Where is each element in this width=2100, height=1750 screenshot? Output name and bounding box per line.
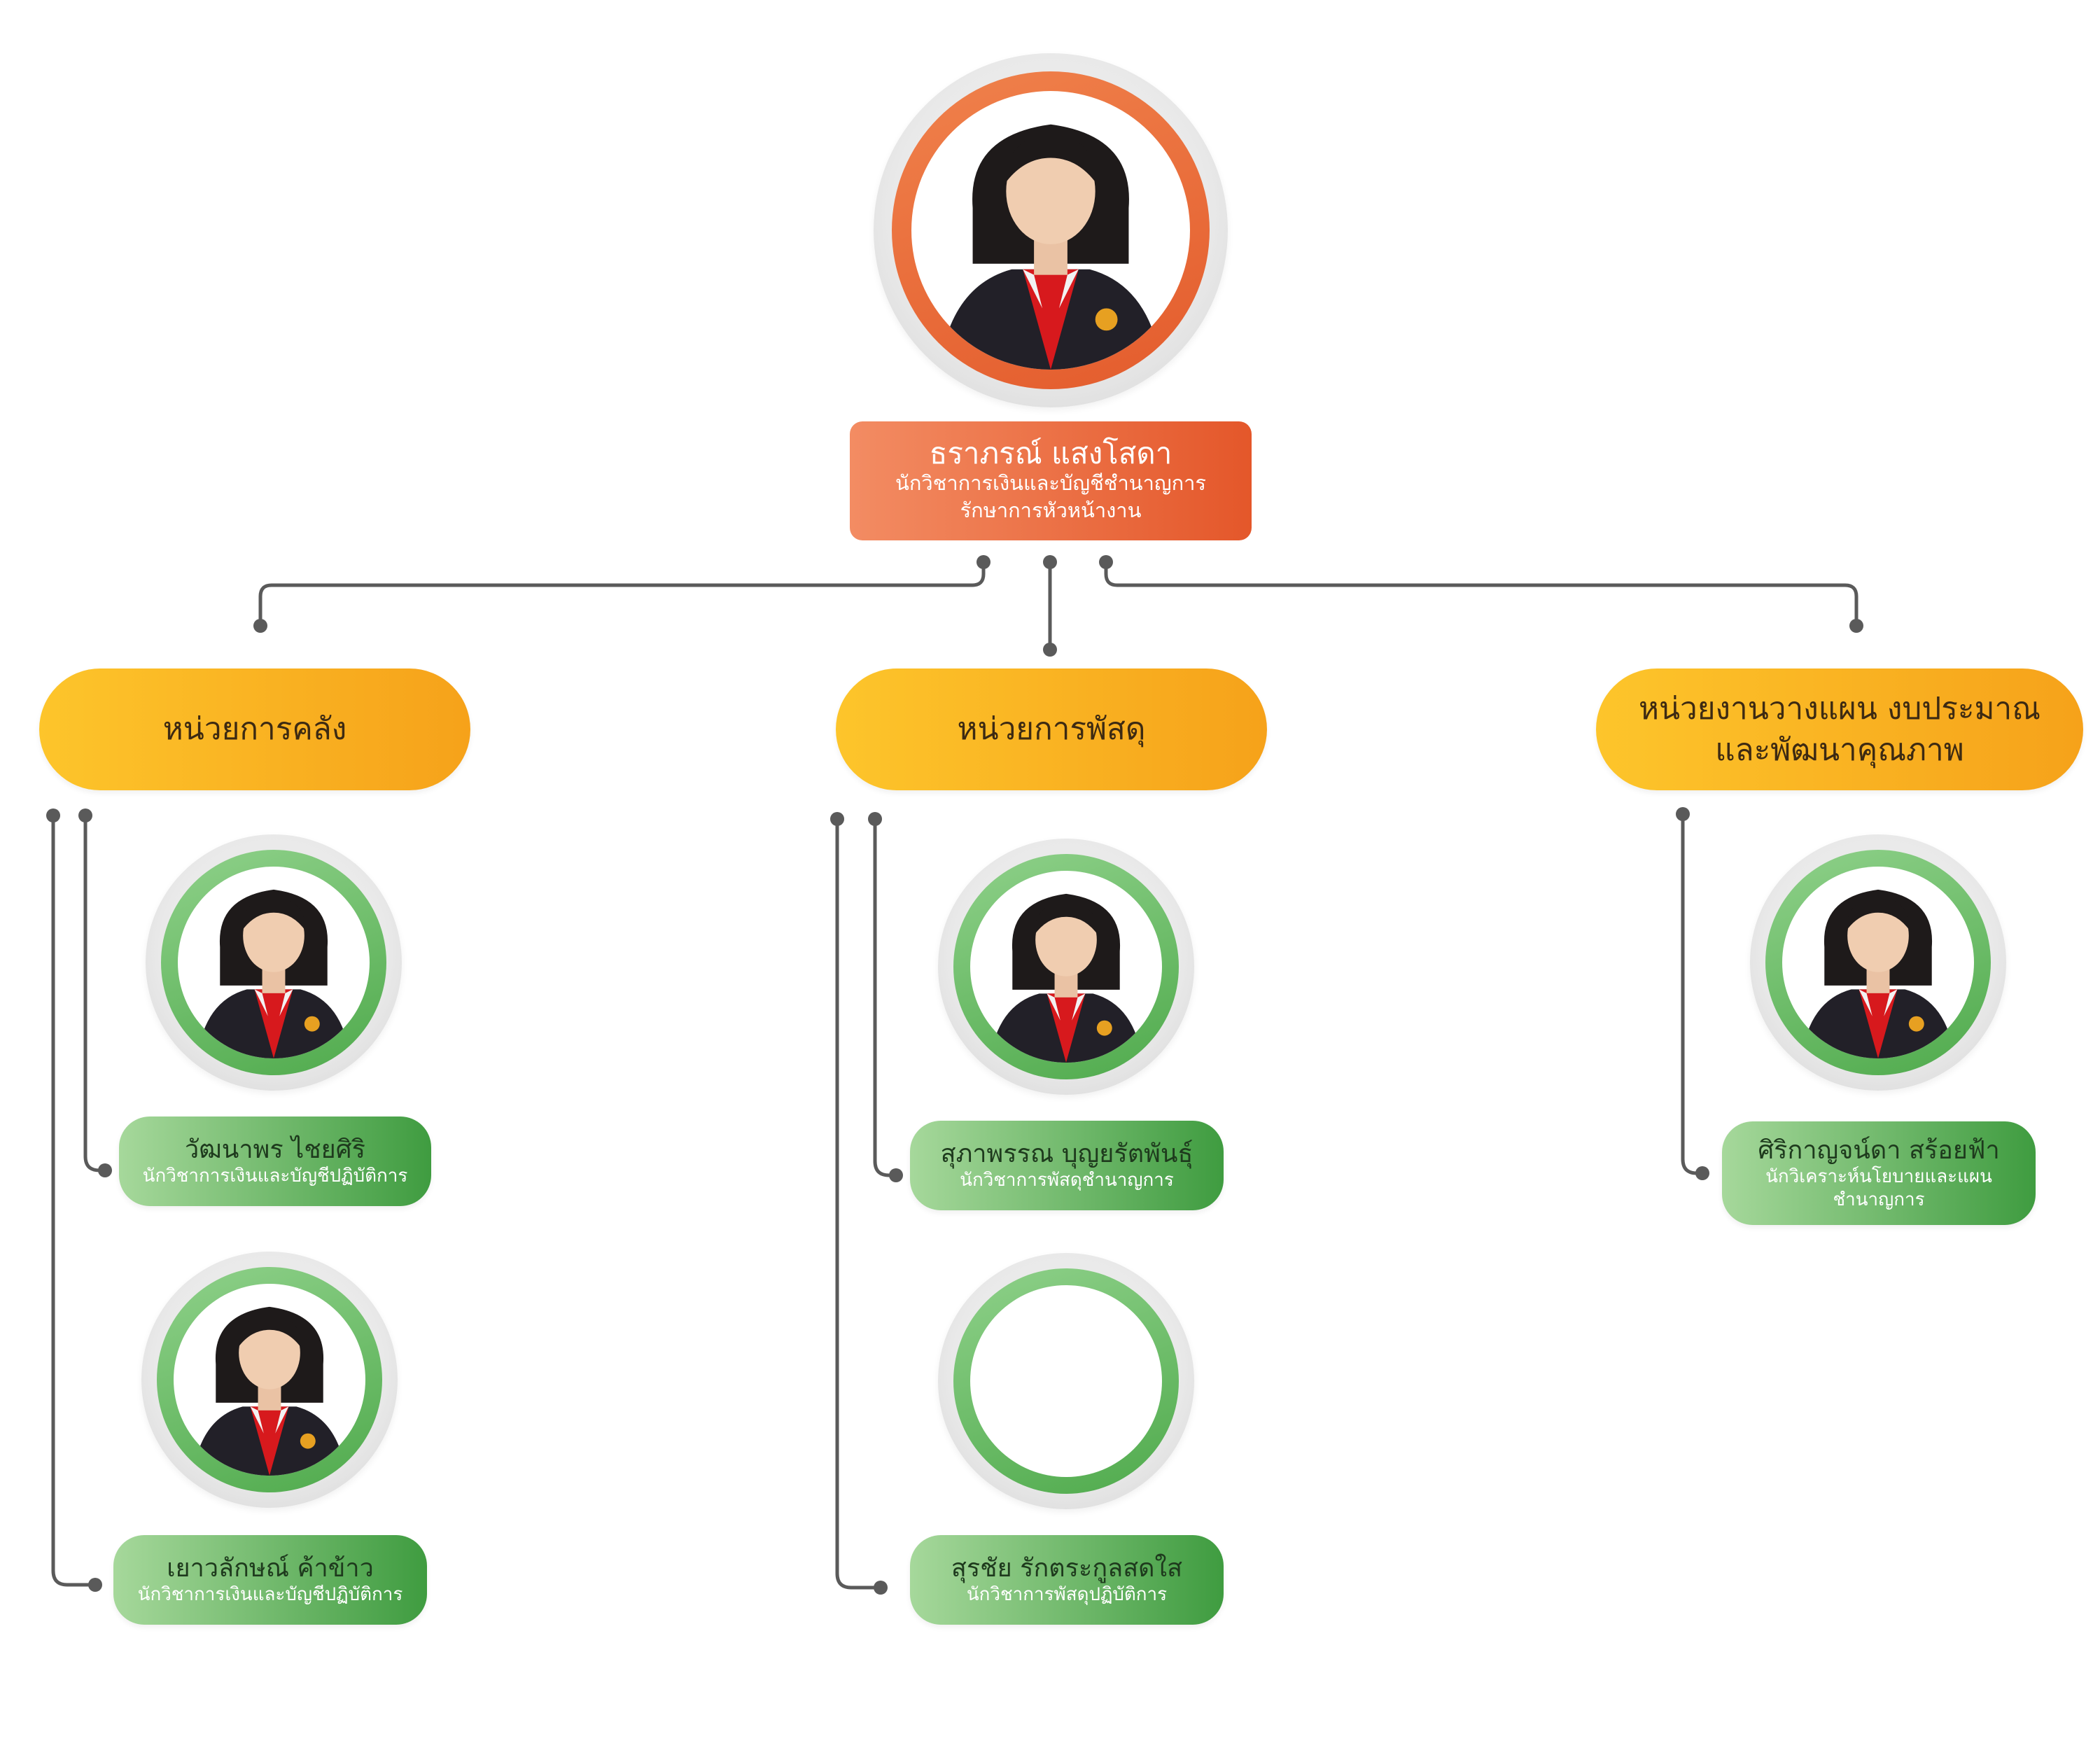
staff-portrait [146, 834, 402, 1091]
connector-dot [1099, 555, 1113, 569]
staff-role-level: ชำนาญการ [1833, 1189, 1925, 1210]
staff-portrait [141, 1252, 398, 1508]
unit-title-line-2: และพัฒนาคุณภาพ [1715, 732, 1964, 768]
staff-card: วัฒนาพร ไชยศิริ นักวิชาการเงินและบัญชีปฏ… [119, 1116, 431, 1206]
connector-dot [1676, 807, 1690, 821]
person-photo [174, 1284, 365, 1476]
person-photo [178, 867, 370, 1058]
connector-dot [830, 812, 844, 826]
unit-title: หน่วยการคลัง [162, 711, 347, 748]
staff-name: เยาวลักษณ์ ค้าข้าว [167, 1554, 374, 1583]
connector-dot [98, 1163, 112, 1177]
staff-name: วัฒนาพร ไชยศิริ [185, 1135, 365, 1165]
staff-role: นักวิชาการพัสดุชำนาญการ [960, 1170, 1174, 1191]
connector-dot [874, 1581, 888, 1595]
staff-card: สุภาพรรณ บุญยรัตพันธุ์ นักวิชาการพัสดุชำ… [910, 1121, 1224, 1210]
head-portrait [874, 53, 1228, 407]
staff-portrait-empty [938, 1253, 1194, 1509]
connector-finance-staff-2 [51, 813, 97, 1587]
staff-card: สุรชัย รักตระกูลสดใส นักวิชาการพัสดุปฏิบ… [910, 1535, 1224, 1625]
connector-head-to-finance [258, 561, 986, 626]
connector-dot [1043, 643, 1057, 657]
connector-supply-staff-1 [873, 817, 898, 1177]
head-name: ธราภรณ์ แสงโสดา [929, 435, 1172, 470]
unit-planning: หน่วยงานวางแผน งบประมาณ และพัฒนาคุณภาพ [1596, 668, 2083, 790]
connector-dot [46, 808, 60, 822]
connector-dot [1695, 1166, 1709, 1180]
staff-portrait [1750, 834, 2006, 1091]
staff-card: เยาวลักษณ์ ค้าข้าว นักวิชาการเงินและบัญช… [113, 1535, 427, 1625]
connector-dot [1849, 619, 1863, 633]
staff-card: ศิริกาญจน์ดา สร้อยฟ้า นักวิเคราะห์นโยบาย… [1722, 1121, 2036, 1225]
connector-finance-staff-1 [83, 813, 107, 1172]
connector-planning-staff-1 [1681, 812, 1704, 1175]
person-photo [1782, 867, 1974, 1058]
connector-dot [976, 555, 990, 569]
staff-role: นักวิชาการพัสดุปฏิบัติการ [966, 1584, 1168, 1606]
unit-title: หน่วยการพัสดุ [957, 711, 1146, 748]
unit-supply: หน่วยการพัสดุ [836, 668, 1267, 790]
person-photo [911, 91, 1190, 370]
unit-finance: หน่วยการคลัง [39, 668, 470, 790]
head-role: นักวิชาการเงินและบัญชีชำนาญการ [895, 470, 1206, 495]
staff-role: นักวิเคราะห์นโยบายและแผน [1765, 1166, 1992, 1188]
person-photo [970, 871, 1162, 1063]
head-name-card: ธราภรณ์ แสงโสดา นักวิชาการเงินและบัญชีชำ… [850, 421, 1252, 540]
connector-dot [868, 812, 882, 826]
connector-dot [253, 619, 267, 633]
staff-name: สุรชัย รักตระกูลสดใส [951, 1554, 1183, 1583]
connector-dot [78, 808, 92, 822]
staff-role: นักวิชาการเงินและบัญชีปฏิบัติการ [142, 1166, 408, 1187]
connector-dot [1043, 555, 1057, 569]
staff-role: นักวิชาการเงินและบัญชีปฏิบัติการ [137, 1584, 403, 1606]
staff-name: สุภาพรรณ บุญยรัตพันธุ์ [940, 1140, 1194, 1169]
connector-dot [889, 1168, 903, 1182]
unit-title-line-1: หน่วยงานวางแผน งบประมาณ [1638, 690, 2041, 727]
head-role-acting: รักษาการหัวหน้างาน [960, 498, 1142, 523]
connector-supply-staff-2 [835, 817, 883, 1590]
connector-dot [88, 1578, 102, 1592]
staff-name: ศิริกาญจน์ดา สร้อยฟ้า [1758, 1135, 2000, 1165]
staff-portrait [938, 839, 1194, 1095]
connector-head-to-planning [1104, 561, 1858, 626]
